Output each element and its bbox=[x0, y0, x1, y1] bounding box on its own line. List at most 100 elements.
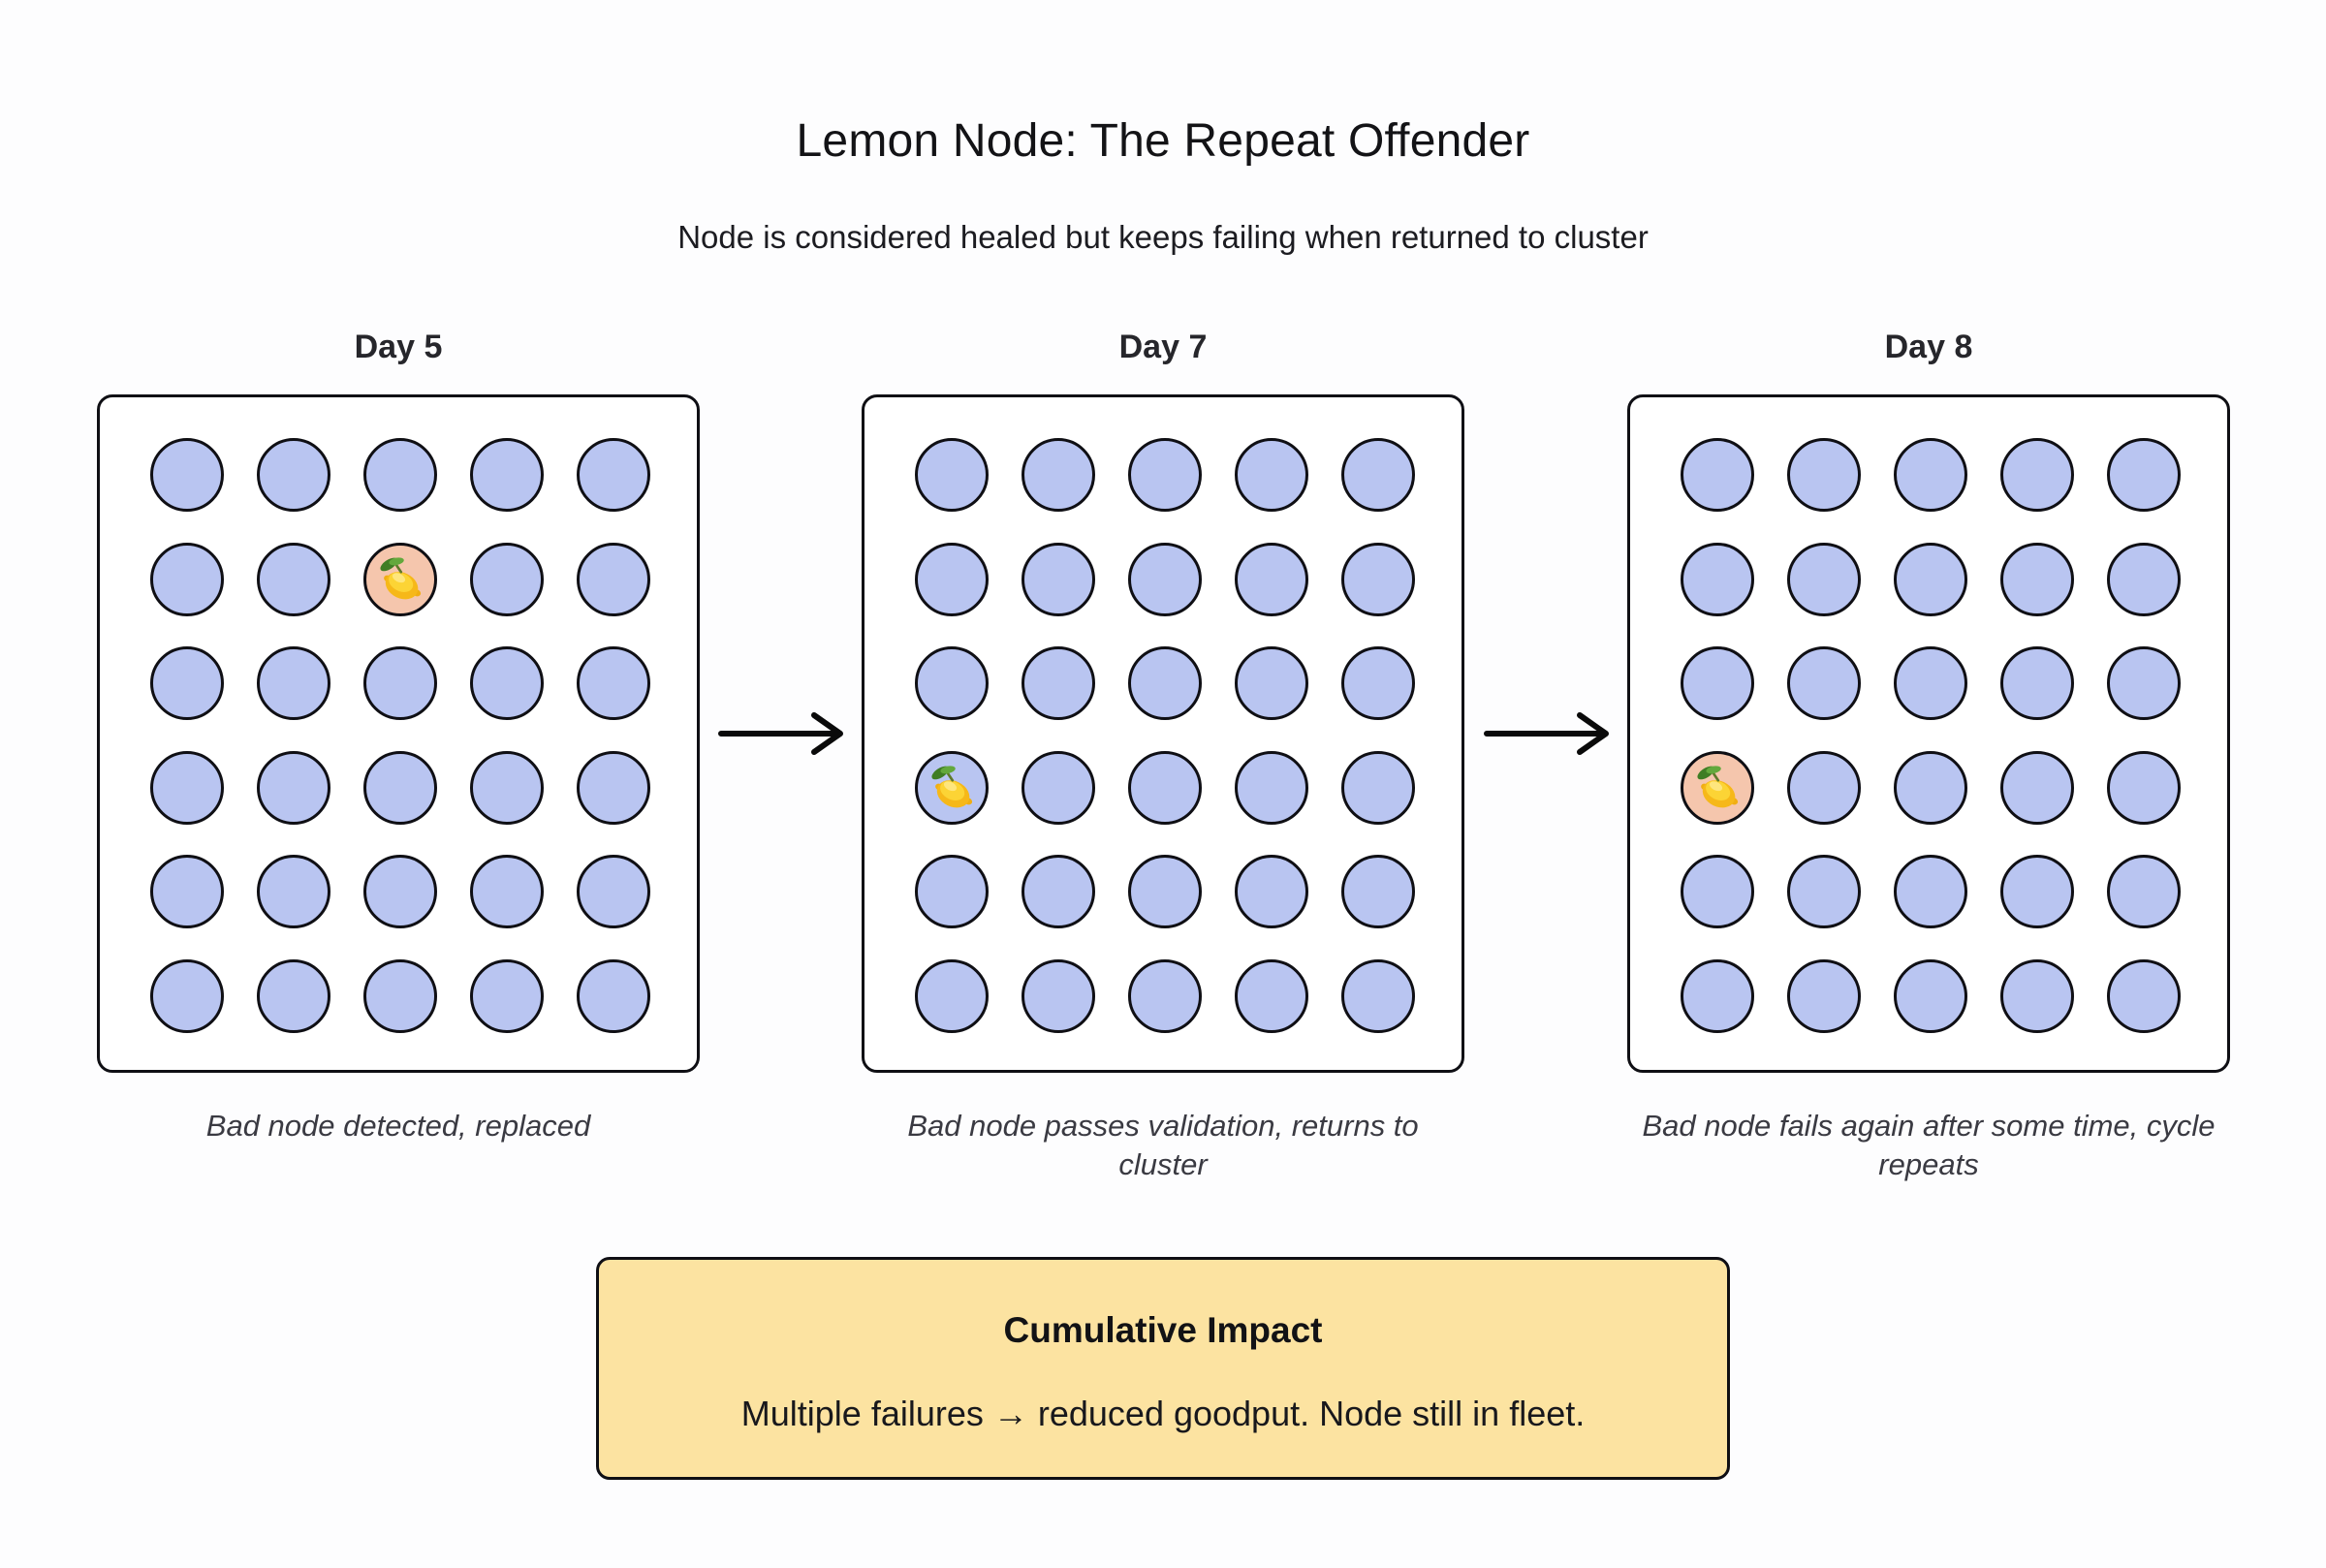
healthy-node bbox=[2000, 750, 2074, 825]
panel-caption: Bad node passes validation, returns to c… bbox=[907, 1109, 1419, 1181]
healthy-node bbox=[1341, 646, 1415, 721]
healthy-node bbox=[1341, 542, 1415, 616]
healthy-node bbox=[577, 542, 650, 616]
healthy-node bbox=[2107, 542, 2181, 616]
healthy-node bbox=[257, 855, 330, 929]
healthy-node bbox=[1022, 646, 1095, 721]
healthy-node bbox=[470, 750, 544, 825]
healthy-node bbox=[577, 646, 650, 721]
healthy-node bbox=[1681, 959, 1754, 1033]
healthy-node bbox=[1235, 959, 1308, 1033]
healthy-node bbox=[1787, 959, 1861, 1033]
healthy-node bbox=[915, 646, 989, 721]
lemon-node bbox=[363, 542, 437, 616]
flow-arrow-icon bbox=[718, 712, 843, 755]
healthy-node bbox=[2000, 542, 2074, 616]
healthy-node bbox=[1341, 959, 1415, 1033]
healthy-node bbox=[2000, 646, 2074, 721]
day-label: Day 5 bbox=[354, 329, 443, 365]
panel-caption: Bad node fails again after some time, cy… bbox=[1642, 1109, 2216, 1181]
healthy-node bbox=[470, 438, 544, 512]
healthy-node bbox=[915, 855, 989, 929]
lemon-icon bbox=[380, 556, 422, 599]
healthy-node bbox=[257, 959, 330, 1033]
healthy-node bbox=[915, 959, 989, 1033]
healthy-node bbox=[2107, 646, 2181, 721]
healthy-node bbox=[915, 438, 989, 512]
healthy-node bbox=[1341, 438, 1415, 512]
healthy-node bbox=[257, 438, 330, 512]
healthy-node bbox=[150, 542, 224, 616]
healthy-node bbox=[150, 959, 224, 1033]
healthy-node bbox=[1894, 750, 1967, 825]
healthy-node bbox=[150, 750, 224, 825]
panel-group-day5: Day 5 Bad node detected, replaced bbox=[97, 328, 700, 1258]
healthy-node bbox=[1022, 959, 1095, 1033]
healthy-node bbox=[1235, 542, 1308, 616]
healthy-node bbox=[1894, 855, 1967, 929]
impact-body: Multiple failures → reduced goodput. Nod… bbox=[740, 1394, 1586, 1433]
healthy-node bbox=[1894, 542, 1967, 616]
cluster-panel bbox=[97, 394, 700, 1073]
impact-heading: Cumulative Impact bbox=[1003, 1310, 1323, 1350]
healthy-node bbox=[1128, 646, 1202, 721]
healthy-node bbox=[1787, 438, 1861, 512]
healthy-node bbox=[1128, 542, 1202, 616]
healthy-node bbox=[363, 646, 437, 721]
healthy-node bbox=[363, 438, 437, 512]
healthy-node bbox=[1235, 750, 1308, 825]
healthy-node bbox=[363, 750, 437, 825]
healthy-node bbox=[1022, 542, 1095, 616]
healthy-node bbox=[2000, 855, 2074, 929]
lemon-node bbox=[1681, 750, 1754, 825]
healthy-node bbox=[257, 542, 330, 616]
cluster-panel bbox=[862, 394, 1464, 1073]
healthy-node bbox=[1235, 438, 1308, 512]
healthy-node bbox=[363, 959, 437, 1033]
impact-box: Cumulative Impact Multiple failures → re… bbox=[596, 1257, 1730, 1480]
lemon-icon bbox=[931, 766, 973, 808]
healthy-node bbox=[1894, 646, 1967, 721]
healthy-node bbox=[150, 855, 224, 929]
healthy-node bbox=[470, 542, 544, 616]
lemon-icon bbox=[1697, 766, 1739, 808]
panel-caption: Bad node detected, replaced bbox=[205, 1109, 591, 1143]
healthy-node bbox=[1128, 438, 1202, 512]
healthy-node bbox=[2000, 438, 2074, 512]
page-subtitle: Node is considered healed but keeps fail… bbox=[677, 219, 1649, 255]
healthy-node bbox=[470, 959, 544, 1033]
healthy-node bbox=[2107, 959, 2181, 1033]
healthy-node bbox=[1681, 855, 1754, 929]
healthy-node bbox=[2107, 750, 2181, 825]
flow-arrow-icon bbox=[1484, 712, 1609, 755]
healthy-node bbox=[1341, 750, 1415, 825]
healthy-node bbox=[1681, 646, 1754, 721]
healthy-node bbox=[1235, 646, 1308, 721]
healthy-node bbox=[1787, 542, 1861, 616]
healthy-node bbox=[1787, 855, 1861, 929]
healthy-node bbox=[2107, 855, 2181, 929]
lemon-node bbox=[915, 750, 989, 825]
healthy-node bbox=[1022, 750, 1095, 825]
healthy-node bbox=[577, 750, 650, 825]
day-label: Day 8 bbox=[1884, 329, 1973, 365]
healthy-node bbox=[470, 855, 544, 929]
healthy-node bbox=[1341, 855, 1415, 929]
healthy-node bbox=[2000, 959, 2074, 1033]
panel-group-day8: Day 8 Bad node fails again after some ti… bbox=[1627, 328, 2230, 1258]
healthy-node bbox=[577, 438, 650, 512]
healthy-node bbox=[1128, 959, 1202, 1033]
healthy-node bbox=[1681, 438, 1754, 512]
healthy-node bbox=[1128, 855, 1202, 929]
healthy-node bbox=[1235, 855, 1308, 929]
healthy-node bbox=[1128, 750, 1202, 825]
panel-group-day7: Day 7 Bad node passes validation, return… bbox=[862, 328, 1464, 1258]
cluster-panel bbox=[1627, 394, 2230, 1073]
healthy-node bbox=[1787, 750, 1861, 825]
page-title: Lemon Node: The Repeat Offender bbox=[796, 115, 1530, 167]
healthy-node bbox=[2107, 438, 2181, 512]
healthy-node bbox=[577, 959, 650, 1033]
healthy-node bbox=[363, 855, 437, 929]
healthy-node bbox=[577, 855, 650, 929]
